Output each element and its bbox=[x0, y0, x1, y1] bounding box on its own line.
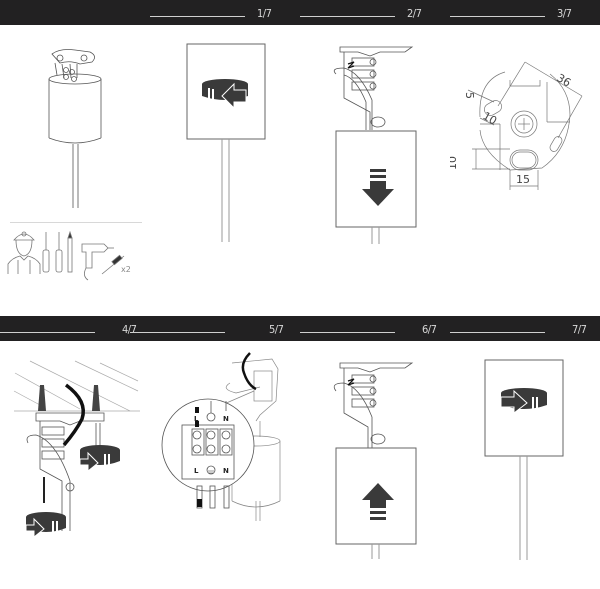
step-number: 6/7 bbox=[422, 323, 437, 336]
step-number: 2/7 bbox=[407, 7, 422, 20]
step-indicator-3: 3/7 bbox=[450, 0, 572, 25]
installer-person-icon bbox=[7, 231, 41, 274]
header-bar-top: 1/7 2/7 3/7 bbox=[0, 0, 600, 25]
step-indicator-6: 6/7 bbox=[300, 316, 437, 341]
drill-icon bbox=[81, 243, 114, 281]
screw-quantity: x2 bbox=[121, 265, 131, 274]
panel-step-7 bbox=[450, 341, 600, 581]
ground-symbol-icon bbox=[208, 470, 214, 474]
dimension-5: 5 bbox=[463, 92, 476, 99]
terminal-zoom-circle bbox=[161, 398, 255, 492]
dimension-36: 36 bbox=[555, 71, 574, 89]
step-divider-line bbox=[0, 332, 95, 333]
step-indicator-2: 2/7 bbox=[300, 0, 422, 25]
step-indicator-1: 1/7 bbox=[150, 0, 272, 25]
step-indicator-7: 7/7 bbox=[450, 316, 587, 341]
dimension-10-height: 10 bbox=[450, 156, 459, 170]
canopy-lower-illustration bbox=[333, 46, 417, 244]
step-number: 5/7 bbox=[269, 323, 284, 336]
panel-step-2 bbox=[300, 30, 450, 250]
rotate-counterclockwise-icon bbox=[202, 79, 248, 110]
step-number: 3/7 bbox=[557, 7, 572, 20]
canopy-raise-illustration bbox=[333, 362, 417, 559]
wall-plug-screw-icon bbox=[101, 254, 125, 275]
wall-plug-left-icon bbox=[38, 385, 46, 411]
phillips-screwdriver-icon bbox=[55, 232, 63, 273]
step-divider-line bbox=[450, 332, 545, 333]
step-number: 1/7 bbox=[257, 7, 272, 20]
tools-divider bbox=[10, 222, 142, 223]
dimension-10-slot: 10 bbox=[481, 109, 500, 127]
header-bar-bottom: 4/7 5/7 6/7 7/7 bbox=[0, 316, 600, 341]
panel-step-4 bbox=[0, 341, 160, 541]
terminal-label-l-top: L bbox=[194, 415, 199, 423]
panel-step-1 bbox=[150, 30, 300, 250]
step-divider-line bbox=[130, 332, 225, 333]
terminal-label-l-bottom: L bbox=[194, 467, 199, 475]
step-indicator-4: 4/7 bbox=[0, 316, 137, 341]
rotate-clockwise-icon bbox=[25, 512, 66, 539]
panel-lamp-overview bbox=[0, 30, 150, 210]
flat-screwdriver-icon bbox=[42, 232, 50, 273]
pendant-lamp-illustration bbox=[48, 49, 102, 208]
mounting-plate-diagram: 36 5 10 10 15 bbox=[450, 61, 583, 190]
panel-step-3-dimensions: 36 5 10 10 15 bbox=[450, 40, 600, 210]
pencil-icon bbox=[67, 230, 73, 273]
arrow-up-icon bbox=[362, 483, 394, 520]
dimension-15: 15 bbox=[516, 173, 530, 186]
terminal-label-n-bottom: N bbox=[223, 467, 229, 475]
step-number: 7/7 bbox=[572, 323, 587, 336]
step-divider-line bbox=[450, 16, 545, 17]
wiring-terminal-diagram: L N L N bbox=[161, 352, 281, 521]
step-divider-line bbox=[150, 16, 245, 17]
panel-step-6 bbox=[300, 341, 450, 561]
terminal-label-n-top: N bbox=[223, 415, 229, 423]
canopy-rotate-illustration bbox=[186, 43, 266, 242]
panel-step-5: L N L N bbox=[160, 341, 305, 521]
step-indicator-5: 5/7 bbox=[130, 316, 284, 341]
step-divider-line bbox=[300, 16, 395, 17]
rotate-clockwise-icon bbox=[79, 445, 120, 473]
wall-plug-right-icon bbox=[92, 385, 100, 411]
ceiling-mount-illustration bbox=[13, 360, 140, 539]
required-tools-row: x2 bbox=[0, 226, 150, 286]
canopy-lock-illustration bbox=[484, 359, 564, 560]
power-cable bbox=[62, 383, 85, 447]
rotate-clockwise-icon bbox=[500, 388, 547, 415]
step-divider-line bbox=[300, 332, 395, 333]
arrow-down-icon bbox=[362, 169, 394, 206]
